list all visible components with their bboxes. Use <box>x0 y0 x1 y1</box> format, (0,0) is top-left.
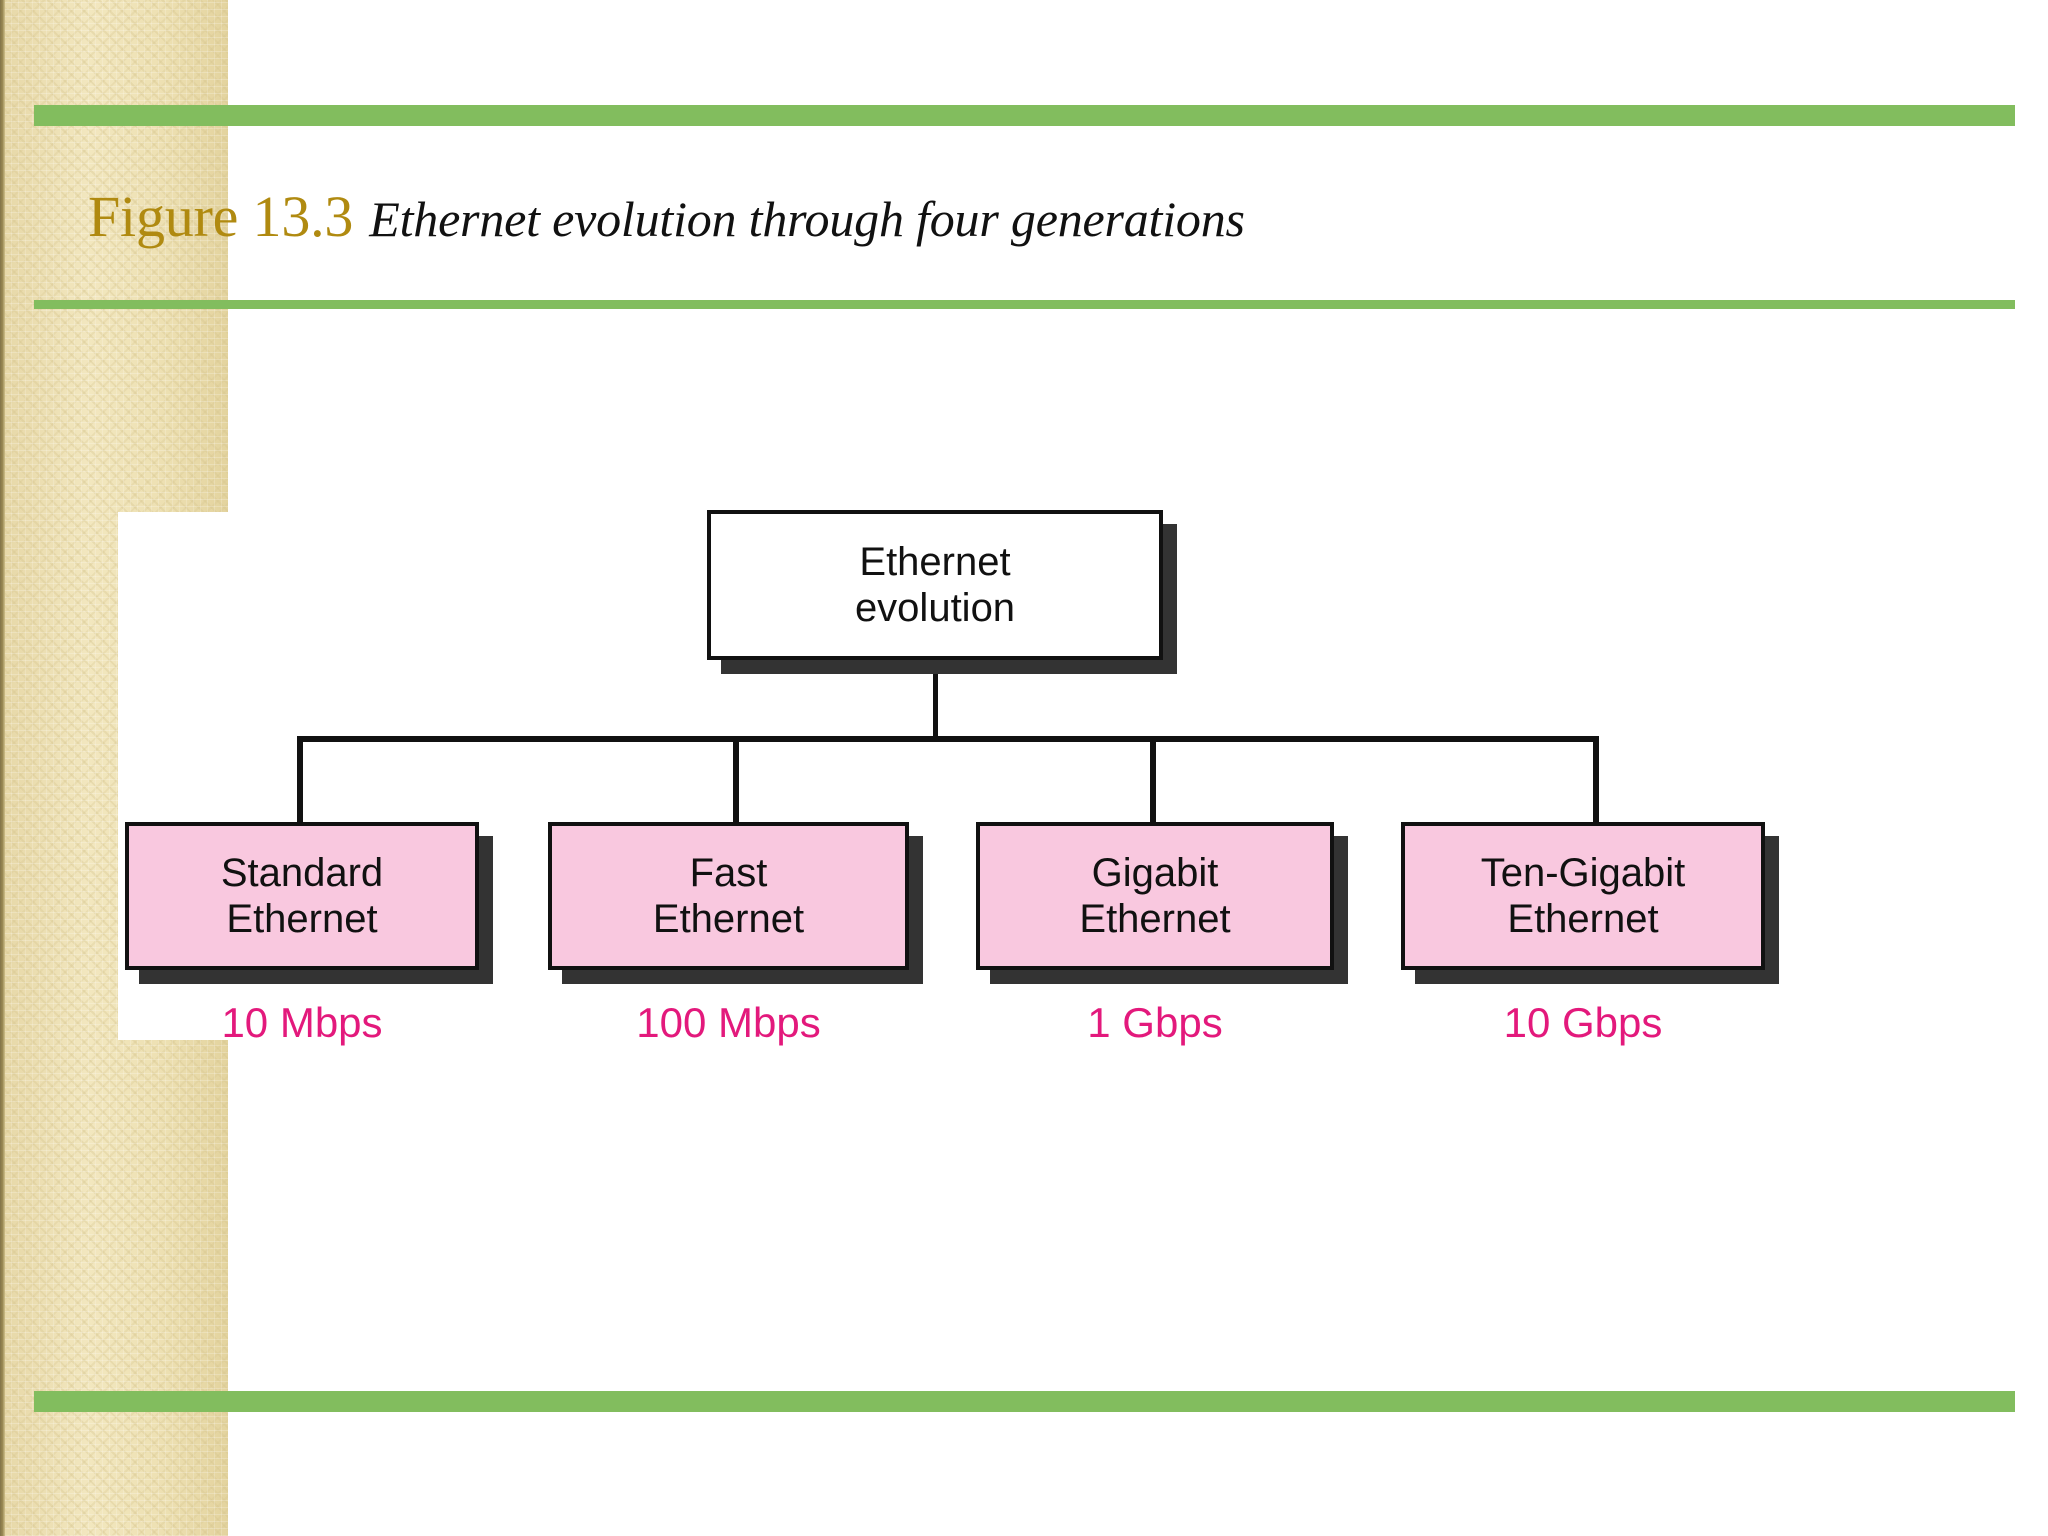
title-underline-rule <box>34 300 2015 309</box>
figure-number: Figure 13.3 <box>88 184 354 249</box>
top-accent-rule <box>34 105 2015 126</box>
node-gigabit-ethernet: Gigabit Ethernet <box>976 822 1334 970</box>
page-title: Figure 13.3 Ethernet evolution through fo… <box>88 178 1768 258</box>
node-label-line2: evolution <box>854 586 1016 630</box>
speed-label-standard: 10 Mbps <box>221 999 383 1046</box>
node-fast-ethernet: Fast Ethernet <box>548 822 909 970</box>
node-label-line2: Ethernet <box>226 897 378 941</box>
speed-label-ten-gigabit: 10 Gbps <box>1503 999 1663 1046</box>
speed-label-gigabit: 1 Gbps <box>1087 999 1223 1046</box>
node-label-line1: Ten-Gigabit <box>1480 851 1686 895</box>
node-label-line1: Ethernet <box>859 540 1011 584</box>
node-label-line1: Fast <box>689 851 768 895</box>
node-ethernet-evolution: Ethernet evolution <box>707 510 1163 660</box>
node-ten-gigabit-ethernet: Ten-Gigabit Ethernet <box>1401 822 1765 970</box>
node-label-line1: Gigabit <box>1091 851 1219 895</box>
node-label-line2: Ethernet <box>1079 897 1231 941</box>
node-label-line2: Ethernet <box>1507 897 1659 941</box>
node-label-line2: Ethernet <box>652 897 805 941</box>
sidebar-edge-stripe <box>0 0 5 1536</box>
bottom-accent-rule <box>34 1391 2015 1412</box>
speed-label-fast: 100 Mbps <box>636 999 821 1046</box>
node-label-line1: Standard <box>220 851 384 895</box>
node-standard-ethernet: Standard Ethernet <box>125 822 479 970</box>
figure-caption: Ethernet evolution through four generati… <box>369 191 1245 247</box>
